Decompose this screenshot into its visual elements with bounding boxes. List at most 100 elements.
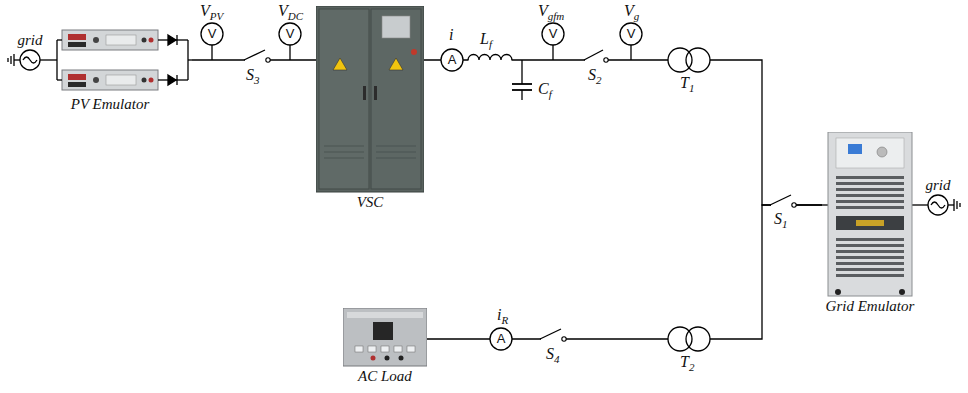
meter-stubs-part <box>552 45 553 60</box>
wire-connector <box>44 59 54 60</box>
node-label: grid <box>925 177 950 194</box>
transformer-symbol-part <box>686 327 710 351</box>
pv-emulator-picture-part <box>142 78 147 83</box>
meter-letter: V <box>549 27 558 41</box>
subscript-label: g <box>634 10 640 22</box>
transformer-symbol-part <box>668 327 692 351</box>
grid-emulator-picture-part <box>848 144 862 154</box>
symbol-label: L <box>480 30 489 48</box>
subscript-label: 1 <box>689 82 695 94</box>
subscript-label: PV <box>210 10 223 22</box>
node-label: VSC <box>357 194 384 211</box>
wire-connector <box>427 205 822 339</box>
symbol-label: V <box>200 2 210 20</box>
ammeter-symbol-part <box>441 49 463 71</box>
inductor-symbol-part <box>469 54 512 62</box>
grid-emulator-picture-part <box>835 289 841 295</box>
vsc-cabinet-picture-part <box>382 16 410 38</box>
capacitor-symbol-part <box>512 83 532 85</box>
symbol-label: S <box>774 210 782 228</box>
switch-symbol-part <box>244 50 265 60</box>
pv-emulator-picture-part <box>149 38 154 43</box>
ammeter-symbol <box>441 49 512 350</box>
transformer-symbol <box>668 48 710 351</box>
vsc-cabinet-picture-part-part <box>376 158 416 159</box>
ac-source-picture-part <box>8 50 44 70</box>
grid-emulator-picture-part <box>836 138 904 168</box>
grid-emulator-picture-part <box>877 147 887 157</box>
transformer-symbol-part <box>686 48 710 72</box>
pv-emulator-picture-part <box>62 70 158 90</box>
vsc-cabinet-picture-part-part <box>324 146 364 147</box>
pv-emulator-picture-part-part <box>56 40 57 80</box>
pv-emulator-picture-part <box>62 30 158 50</box>
subscript-label: f <box>489 38 492 50</box>
wire-connector <box>424 60 822 205</box>
pv-emulator-picture-part <box>93 37 99 43</box>
subscript-label: 1 <box>782 218 788 230</box>
vsc-cabinet-picture-part <box>319 9 369 189</box>
subscript-label: f <box>549 88 552 100</box>
meter-letter: A <box>497 332 506 346</box>
ac-source-picture-part <box>924 195 960 215</box>
grid-emulator-picture-part <box>836 216 904 230</box>
grid-emulator-picture-part <box>836 188 904 191</box>
symbol-label: i <box>497 306 501 324</box>
grid-emulator-picture-part <box>828 132 912 296</box>
ac-load-picture-part <box>368 346 376 352</box>
subscript-label: 4 <box>554 353 560 365</box>
vsc-cabinet-picture-part-part <box>324 158 364 159</box>
pv-emulator-picture-part-part <box>168 35 176 45</box>
voltmeter-symbol-part <box>542 23 564 45</box>
voltmeter-symbol-part <box>620 23 642 45</box>
pv-emulator-picture-part-part <box>57 39 62 40</box>
vsc-cabinet-picture-part <box>411 49 417 55</box>
symbol-label: S <box>546 345 554 363</box>
ac-load-picture-part <box>343 308 427 366</box>
ac-load-picture-part <box>355 346 363 352</box>
switch-symbol-part <box>584 50 603 60</box>
ac-load-picture-part <box>399 356 404 361</box>
grid-emulator-picture-part-part <box>822 204 828 205</box>
vsc-cabinet-picture-part <box>374 86 377 100</box>
wire-connector <box>918 204 924 205</box>
vsc-cabinet: VSC <box>316 6 424 212</box>
grid-emulator-picture-part <box>836 256 904 259</box>
symbol-label: T <box>680 74 689 92</box>
vsc-cabinet-picture-part-part <box>324 152 364 153</box>
vsc-cabinet-picture-part <box>324 146 416 158</box>
node-label: AC Load <box>358 368 412 385</box>
pv-emulator-picture-part <box>68 42 86 47</box>
grid-emulator-picture-part <box>836 274 904 277</box>
capacitor-symbol-part <box>521 90 522 100</box>
pv-emulator-picture-part <box>54 40 192 80</box>
meter-letter: V <box>286 27 295 41</box>
vsc-cabinet-picture-part <box>316 6 424 192</box>
voltmeter-symbol-part <box>201 23 223 45</box>
ac-source-picture-part-part <box>23 57 37 63</box>
symbol-label: V <box>278 2 288 20</box>
pv-emulator-picture-part <box>93 77 99 83</box>
grid-emulator-picture-part <box>836 250 904 253</box>
ac-load-picture-part <box>381 346 389 352</box>
ac-source-picture-part-part <box>7 58 8 62</box>
pv-emulator-picture-part-part <box>57 79 62 80</box>
ac-load-picture-part <box>373 322 393 340</box>
ac-source-picture-part-part <box>956 201 957 209</box>
ac-load-picture-part <box>347 312 423 318</box>
ac-load: AC Load <box>343 308 427 386</box>
symbol-label: V <box>538 2 548 20</box>
capacitor-symbol <box>512 60 532 100</box>
ac-load-picture-part <box>371 356 376 361</box>
switch-symbol-part <box>562 337 566 341</box>
meter-stubs-part <box>630 45 631 60</box>
ac-source-picture-part-part <box>40 59 44 60</box>
subscript-label: gfm <box>548 10 565 22</box>
grid-emulator-picture-part <box>899 289 905 295</box>
voltmeter-symbol-part <box>279 23 301 45</box>
grid-emulator-picture-part <box>856 220 884 226</box>
transformer-symbol-part <box>668 48 692 72</box>
node-label: Grid Emulator <box>826 298 915 315</box>
